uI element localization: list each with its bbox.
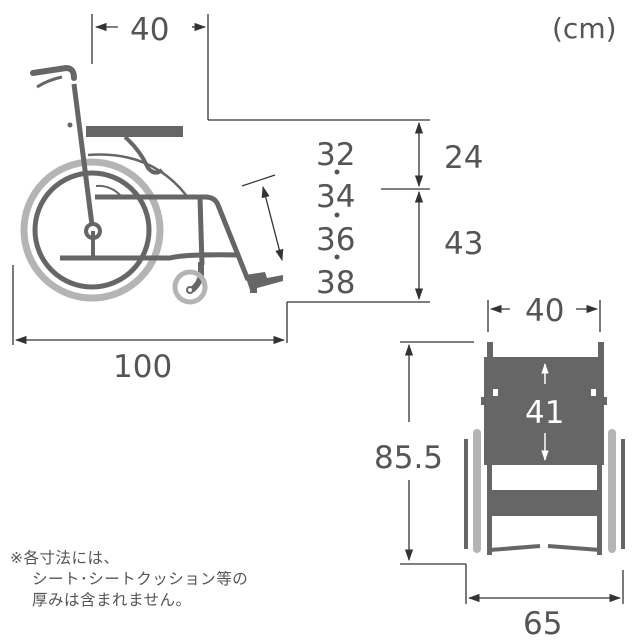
seat-width-value: 40 xyxy=(525,293,564,329)
total-width-value: 65 xyxy=(523,606,562,640)
dimension-note: ※各寸法には、 シート･シートクッション等の 厚みは含まれません。 xyxy=(10,548,248,611)
armrest-height-value: 24 xyxy=(444,140,483,176)
caster-wheel-icon xyxy=(172,269,208,305)
rear-wheel-rim-icon xyxy=(32,170,152,290)
right-wheel-icon xyxy=(608,429,616,553)
leg-length-option-1: 32 xyxy=(316,137,355,173)
note-line-2: シート･シートクッション等の xyxy=(32,570,249,588)
total-length-value: 100 xyxy=(113,349,172,385)
backrest-offset-value: 40 xyxy=(130,12,169,48)
leg-length-option-3: 36 xyxy=(316,222,355,258)
leg-length-option-4: 38 xyxy=(316,265,355,301)
backrest-height-value: 41 xyxy=(525,395,564,431)
total-height-value: 85.5 xyxy=(374,440,443,476)
note-line-3: 厚みは含まれません。 xyxy=(32,591,192,609)
unit-label: (cm) xyxy=(552,12,617,45)
side-view-wheelchair xyxy=(20,64,283,305)
leg-length-dimension-arrow xyxy=(261,185,284,262)
seat-height-value: 43 xyxy=(444,226,483,262)
armrest-icon xyxy=(86,126,183,137)
rear-wheel-outer-icon xyxy=(20,158,164,302)
footrest-icon xyxy=(245,272,283,290)
left-wheel-icon xyxy=(473,429,481,553)
leg-length-option-2: 34 xyxy=(316,179,355,215)
note-line-1: ※各寸法には、 xyxy=(10,549,120,567)
